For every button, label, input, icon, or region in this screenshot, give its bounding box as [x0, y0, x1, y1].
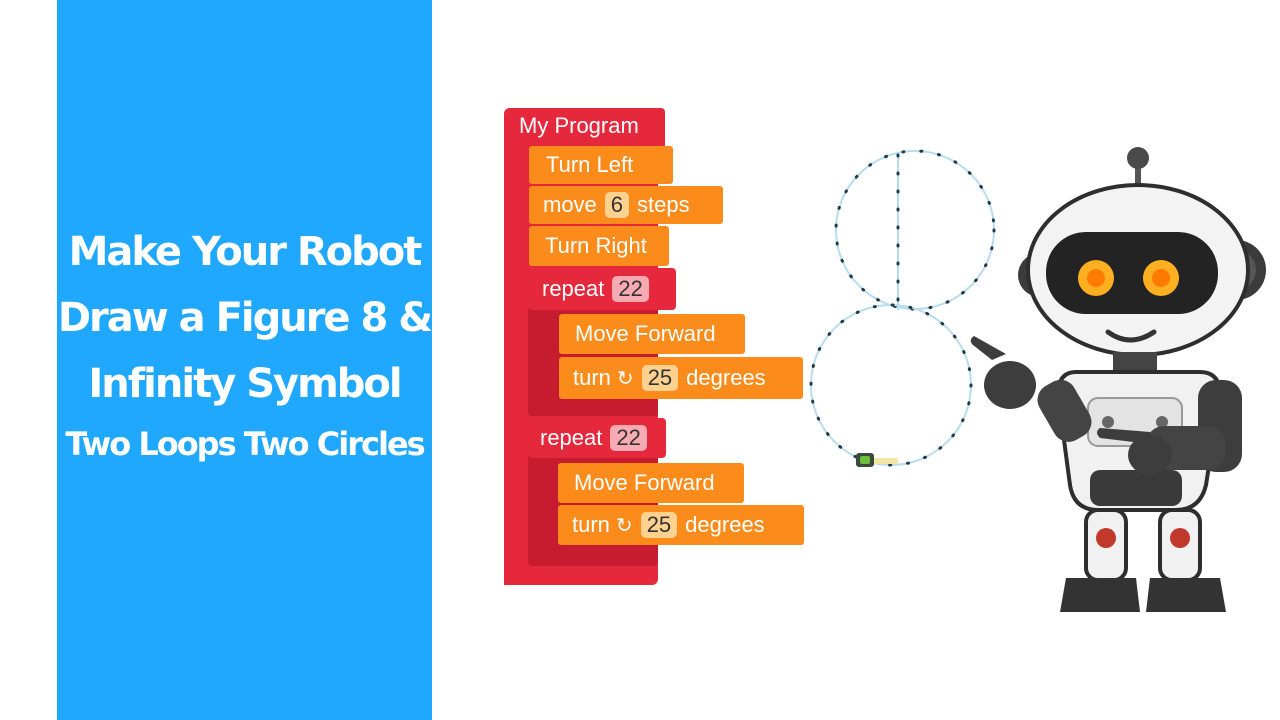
move-forward-block-2[interactable]: Move Forward [558, 463, 744, 503]
rotate-clockwise-icon: ↻ [616, 367, 634, 390]
turn-1-degrees-value[interactable]: 25 [641, 365, 679, 391]
degrees-1-label: degrees [686, 365, 766, 390]
turn-2-label: turn [572, 512, 610, 537]
lower-circle-dots [809, 303, 973, 467]
move-steps-value[interactable]: 6 [604, 192, 630, 218]
upper-circle-dots [834, 149, 996, 311]
title-line-1: Make Your Robot [68, 229, 423, 275]
turn-left-block[interactable]: Turn Left [529, 146, 673, 184]
title-line-3: Infinity Symbol [88, 361, 402, 407]
robot-mascot-icon [970, 147, 1266, 612]
repeat-2-count[interactable]: 22 [610, 425, 647, 451]
move-forward-2-label: Move Forward [574, 470, 715, 495]
degrees-2-label: degrees [685, 512, 765, 537]
move-steps-block[interactable]: move 6 steps [529, 186, 723, 224]
title-panel: Make Your Robot Draw a Figure 8 & Infini… [57, 0, 433, 720]
figure-eight-path [809, 149, 996, 467]
program-hat-block[interactable] [504, 108, 665, 146]
pen-robot-icon [856, 453, 898, 467]
lower-circle-path [810, 304, 972, 466]
turn-1-label: turn [573, 365, 611, 390]
repeat-1-label: repeat [542, 276, 605, 301]
title-line-2: Draw a Figure 8 & [57, 295, 433, 341]
subtitle: Two Loops Two Circles [65, 425, 425, 463]
move-forward-1-label: Move Forward [575, 321, 716, 346]
repeat-loop-2[interactable]: repeat 22 [528, 418, 666, 458]
repeat-2-label: repeat [540, 425, 603, 450]
program-header-label: My Program [519, 113, 639, 138]
repeat-1-count[interactable]: 22 [612, 276, 649, 302]
steps-label: steps [637, 192, 690, 217]
move-label: move [543, 192, 597, 217]
turn-left-label: Turn Left [546, 152, 634, 177]
turn-right-label: Turn Right [545, 233, 647, 258]
turn-degrees-block-2[interactable]: turn ↻ 25 degrees [558, 505, 804, 545]
turn-degrees-block-1[interactable]: turn ↻ 25 degrees [559, 357, 803, 399]
move-forward-block-1[interactable]: Move Forward [559, 314, 745, 354]
repeat-loop-1[interactable]: repeat 22 [528, 268, 676, 310]
turn-2-degrees-value[interactable]: 25 [640, 512, 678, 538]
turn-right-block[interactable]: Turn Right [529, 226, 669, 266]
rotate-clockwise-icon: ↻ [615, 514, 633, 537]
